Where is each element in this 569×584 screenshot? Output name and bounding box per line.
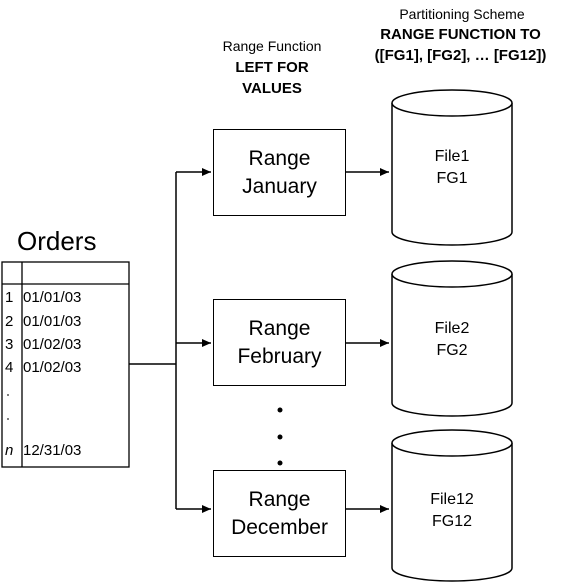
function-values: VALUES <box>242 80 302 97</box>
filegroup-name: FG2 <box>436 342 468 359</box>
range-month: December <box>231 515 328 539</box>
file-cylinder-2 <box>391 260 513 417</box>
row-number: 4 <box>5 359 14 376</box>
scheme-filegroup-list: ([FG1], [FG2], … [FG12]) <box>374 47 547 64</box>
row-number: 1 <box>5 289 14 306</box>
file-cylinder-12 <box>391 429 513 582</box>
range-label: Range <box>248 487 311 511</box>
file-name: File1 <box>434 148 470 165</box>
row-date: 01/01/03 <box>23 313 82 330</box>
range-box-january: Range January <box>213 129 346 216</box>
orders-title: Orders <box>17 226 97 256</box>
filegroup-name: FG12 <box>431 513 472 530</box>
file-cylinder-1 <box>391 89 513 246</box>
range-label: Range <box>248 316 311 340</box>
scheme-title: Partitioning Scheme <box>399 6 525 22</box>
range-box-december: Range December <box>213 470 346 557</box>
file-label-1: File1 FG1 <box>392 146 512 190</box>
file-name: File12 <box>430 491 474 508</box>
table-row: 2 01/01/03 <box>5 313 81 331</box>
file-name: File2 <box>434 320 470 337</box>
ellipsis-dots <box>277 407 283 466</box>
range-label: Range <box>248 146 311 170</box>
table-continuation-dots <box>7 394 9 420</box>
table-row: 3 01/02/03 <box>5 336 81 354</box>
scheme-range-function-to: RANGE FUNCTION TO <box>380 26 541 43</box>
range-box-february: Range February <box>213 299 346 386</box>
file-label-12: File12 FG12 <box>392 489 512 533</box>
row-date: 01/02/03 <box>23 359 82 376</box>
table-row: 1 01/01/03 <box>5 289 81 307</box>
table-row: n 12/31/03 <box>5 442 81 460</box>
row-date: 01/01/03 <box>23 289 82 306</box>
file-label-2: File2 FG2 <box>392 318 512 362</box>
row-date: 12/31/03 <box>23 442 82 459</box>
filegroup-name: FG1 <box>436 170 468 187</box>
connector-lines <box>129 168 389 513</box>
function-title: Range Function <box>222 38 322 54</box>
row-number: n <box>5 442 14 459</box>
range-month: January <box>242 174 317 198</box>
function-left-for: LEFT FOR <box>235 59 309 76</box>
range-month: February <box>237 344 322 368</box>
row-number: 3 <box>5 336 14 353</box>
table-row: 4 01/02/03 <box>5 359 81 377</box>
row-number: 2 <box>5 313 14 330</box>
row-date: 01/02/03 <box>23 336 82 353</box>
